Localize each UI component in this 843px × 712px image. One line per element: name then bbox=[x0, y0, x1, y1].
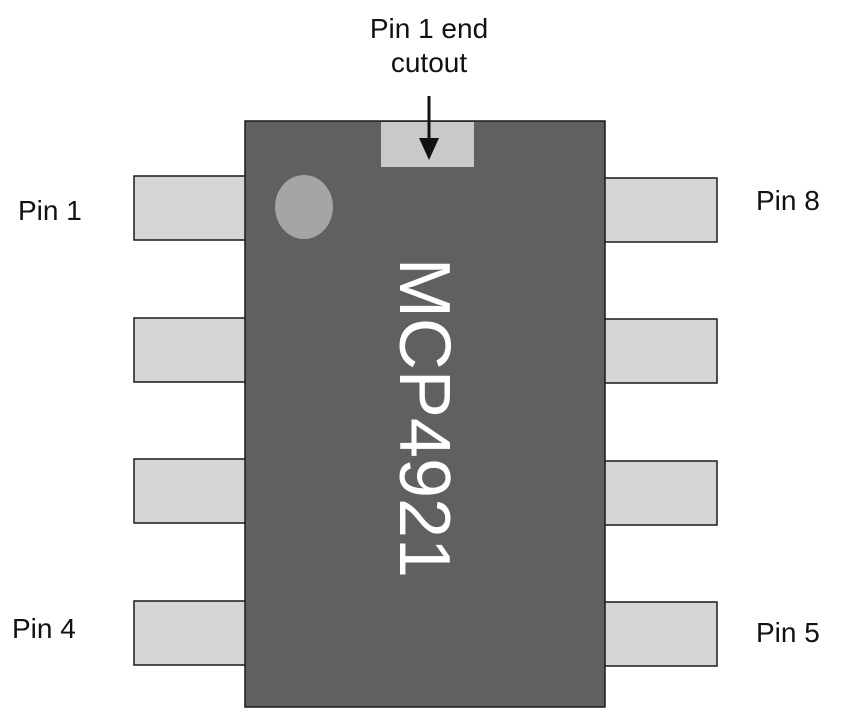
cutout-label: Pin 1 end cutout bbox=[349, 12, 509, 79]
pin-right-5 bbox=[603, 601, 718, 667]
chip-name: MCP4921 bbox=[384, 257, 464, 579]
pin-label-5: Pin 5 bbox=[756, 617, 820, 648]
pin-right-8 bbox=[603, 177, 718, 243]
pin1-dot bbox=[275, 175, 333, 239]
pin-left-1 bbox=[133, 175, 247, 241]
pin-label-1: Pin 1 bbox=[18, 195, 82, 226]
cutout-arrow bbox=[419, 96, 439, 160]
pin-left-4 bbox=[133, 600, 247, 666]
pin-left-2 bbox=[133, 317, 247, 383]
cutout-label-line1: Pin 1 end bbox=[369, 13, 489, 44]
pin-label-4: Pin 4 bbox=[12, 613, 76, 644]
pin-label-8: Pin 8 bbox=[756, 185, 820, 216]
pin-left-3 bbox=[133, 458, 247, 524]
pin-right-7 bbox=[603, 318, 718, 384]
pin-right-6 bbox=[603, 460, 718, 526]
cutout-label-line2: cutout bbox=[390, 46, 468, 78]
